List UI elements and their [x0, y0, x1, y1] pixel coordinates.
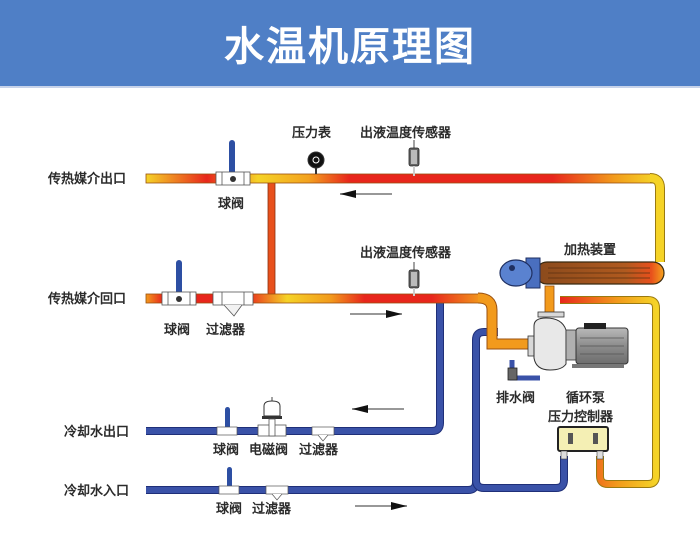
label-outlet-temp-sensor-top: 出液温度传感器	[360, 125, 452, 141]
flow-arrow-cooling-outlet	[352, 405, 404, 413]
label-heat-medium-outlet: 传热媒介出口	[47, 171, 126, 187]
label-cooling-water-inlet: 冷却水入口	[64, 483, 129, 499]
valve-handle[interactable]	[225, 407, 230, 431]
valve-handle[interactable]	[229, 140, 235, 178]
cooling-water-piping	[146, 302, 568, 494]
controller-cold-pipe	[472, 456, 568, 492]
solenoid-valve	[257, 397, 287, 437]
label-heat-medium-return: 传热媒介回口	[47, 291, 126, 307]
label-filter-cooling-inlet: 过滤器	[252, 501, 292, 517]
ball-valve-return[interactable]	[161, 260, 197, 306]
drain-valve	[507, 367, 518, 381]
heater	[499, 257, 665, 289]
label-outlet-temp-sensor-mid: 出液温度传感器	[360, 245, 452, 261]
label-ball-valve-top: 球阀	[218, 196, 244, 212]
controller-cold-pipe-fill	[473, 456, 567, 491]
label-circulation-pump: 循环泵	[566, 390, 605, 406]
pump-volute	[533, 317, 567, 371]
filter-return	[212, 291, 254, 317]
pressure-controller-body	[557, 426, 609, 452]
label-heater: 加热装置	[563, 242, 616, 258]
label-pressure-gauge: 压力表	[292, 125, 332, 141]
filter-cooling-outlet	[311, 426, 335, 442]
filter-cooling-inlet	[265, 485, 289, 501]
circulation-pump	[527, 311, 629, 371]
bypass-pipe	[267, 179, 276, 299]
pump-inlet-pipe	[477, 293, 528, 349]
label-cooling-water-outlet: 冷却水出口	[64, 424, 129, 440]
label-filter-return: 过滤器	[206, 322, 246, 338]
pressure-gauge	[307, 151, 325, 174]
cooling-inlet-pipe-fill	[146, 329, 498, 493]
ball-valve-cooling-inlet[interactable]	[218, 467, 240, 495]
heater-outlet-riser	[649, 174, 664, 262]
label-pressure-controller: 压力控制器	[548, 409, 614, 425]
label-ball-valve-cooling-inlet: 球阀	[216, 501, 242, 517]
cooling-inlet-pipe	[146, 328, 498, 494]
flow-arrow-return	[350, 310, 402, 318]
valve-handle[interactable]	[227, 467, 232, 490]
label-ball-valve-cooling-outlet: 球阀	[213, 442, 239, 458]
label-solenoid-valve: 电磁阀	[249, 442, 288, 458]
page-title: 水温机原理图	[224, 23, 476, 70]
label-filter-cooling-outlet: 过滤器	[299, 442, 339, 458]
cooling-outlet-pipe	[146, 302, 444, 435]
label-ball-valve-return: 球阀	[164, 322, 190, 338]
ball-valve-cooling-outlet[interactable]	[216, 407, 238, 436]
temperature-sensor-return	[408, 262, 420, 296]
flow-arrow-outlet	[340, 190, 392, 198]
pump-outlet-pipe	[544, 285, 555, 317]
label-drain-valve: 排水阀	[496, 390, 535, 406]
title-banner: 水温机原理图	[0, 0, 700, 88]
flow-arrow-cooling-inlet	[355, 502, 407, 510]
valve-handle[interactable]	[176, 260, 182, 298]
temperature-sensor-outlet	[408, 140, 420, 176]
ball-valve-outlet[interactable]	[215, 140, 251, 186]
gauge-icon	[307, 151, 325, 169]
controller-hot-pipe	[560, 297, 659, 487]
cooling-outlet-pipe-fill	[146, 302, 443, 434]
heater-cap	[499, 259, 533, 287]
pressure-controller	[557, 426, 609, 460]
heat-medium-piping	[145, 173, 665, 488]
